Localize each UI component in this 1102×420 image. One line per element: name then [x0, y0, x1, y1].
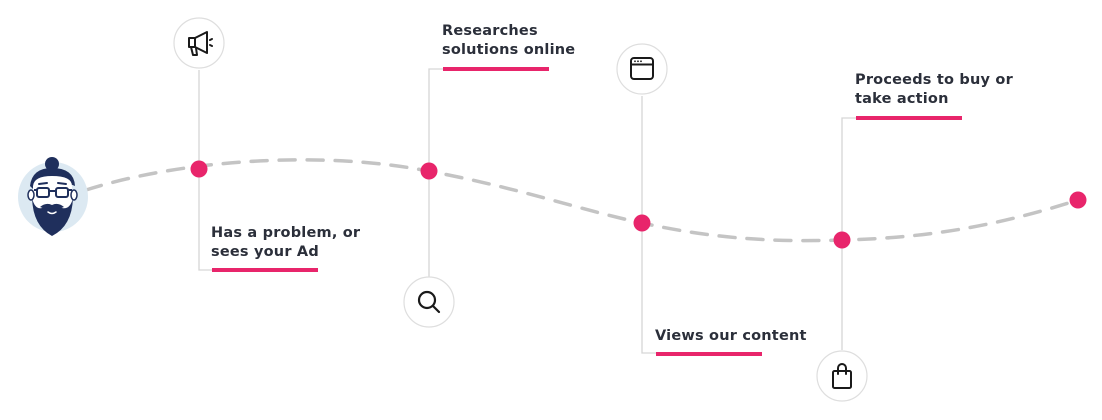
step-label-line: solutions online [442, 42, 576, 58]
step-label-line: sees your Ad [211, 244, 319, 260]
connector-buy [841, 117, 856, 350]
step-label-problem: Has a problem, or sees your Ad [211, 224, 360, 262]
step-label-buy: Proceeds to buy or take action [855, 71, 1013, 109]
node-research [420, 162, 438, 180]
label-underlines [212, 67, 962, 356]
underline-buy [856, 116, 962, 120]
connector-content [641, 96, 656, 354]
step-label-line: Views our content [655, 328, 807, 344]
journey-nodes [190, 160, 1087, 249]
step-label-research: Researches solutions online [442, 22, 575, 60]
connector-research [428, 68, 443, 278]
underline-content [656, 352, 762, 356]
browser-window-icon [616, 43, 668, 95]
underline-research [443, 67, 549, 71]
step-label-line: take action [855, 91, 949, 107]
underline-problem [212, 268, 318, 272]
search-icon [403, 276, 455, 328]
step-label-content: Views our content [655, 327, 807, 346]
megaphone-icon [173, 17, 225, 69]
node-problem [190, 160, 208, 178]
node-buy [833, 231, 851, 249]
node-end [1069, 191, 1087, 209]
connector-lines [198, 68, 856, 354]
shopping-bag-icon [816, 350, 868, 402]
step-label-line: Researches [442, 23, 538, 39]
connector-problem [198, 70, 212, 271]
step-label-line: Proceeds to buy or [855, 72, 1013, 88]
step-label-line: Has a problem, or [211, 225, 361, 241]
node-content [633, 214, 651, 232]
bearded-man-avatar-icon [18, 157, 88, 236]
